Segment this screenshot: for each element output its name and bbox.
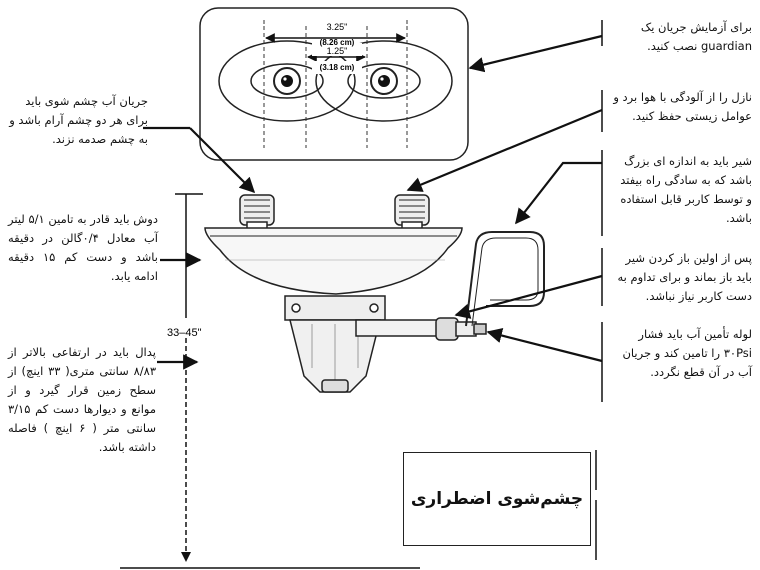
note-valve-open: پس از اولین باز کردن شیر باید باز بماند … xyxy=(617,251,753,303)
outer-spacing-cm: (8.26 cm) xyxy=(320,38,355,47)
right-nozzle xyxy=(394,194,430,233)
note-nozzle-protection: نازل را از آلودگی با هوا برد و عوامل زیس… xyxy=(613,90,752,123)
left-nozzle xyxy=(239,194,275,233)
note-valve-size: شیر باید به اندازه ای بزرگ باشد که به سا… xyxy=(620,154,752,225)
diagram-title: چشم‌شوی اضطراری xyxy=(410,489,584,509)
note-pedal-height: پدال باید در ارتفاعی بالاتر از ۸/۸۳ سانت… xyxy=(8,345,156,454)
height-dimension xyxy=(120,193,420,569)
note-gentle-flow: جریان آب چشم شوی باید برای هر دو چشم آرا… xyxy=(9,94,148,146)
outer-spacing-in: 3.25" xyxy=(327,22,348,32)
title-box: چشم‌شوی اضطراری xyxy=(403,452,591,546)
separator-lines xyxy=(595,20,603,560)
height-range-label: 33–45" xyxy=(167,327,202,339)
eyewash-fixture xyxy=(204,194,545,393)
note-supply-pressure: لوله تأمین آب باید فشار ۳۰Psi را تامین ک… xyxy=(622,327,752,379)
note-flow-rate: دوش باید قادر به تامین ۵/۱ لیتر آب معادل… xyxy=(8,212,158,283)
note-guardian-test: برای آزمایش جریان یک guardian نصب کنید. xyxy=(640,20,752,53)
drain-assembly xyxy=(284,295,386,393)
supply-pipe xyxy=(355,317,487,341)
inner-spacing-in: 1.25" xyxy=(327,46,348,56)
activation-paddle xyxy=(465,231,545,327)
eye-guide-lines xyxy=(263,20,408,148)
eye-spacing-inset: 3.25" (8.26 cm) 1.25" (3.18 cm) xyxy=(199,7,469,161)
left-eye-icon xyxy=(218,40,356,122)
leader-lines xyxy=(143,34,603,370)
inner-spacing-cm: (3.18 cm) xyxy=(320,63,355,72)
eyewash-bowl xyxy=(204,227,463,295)
